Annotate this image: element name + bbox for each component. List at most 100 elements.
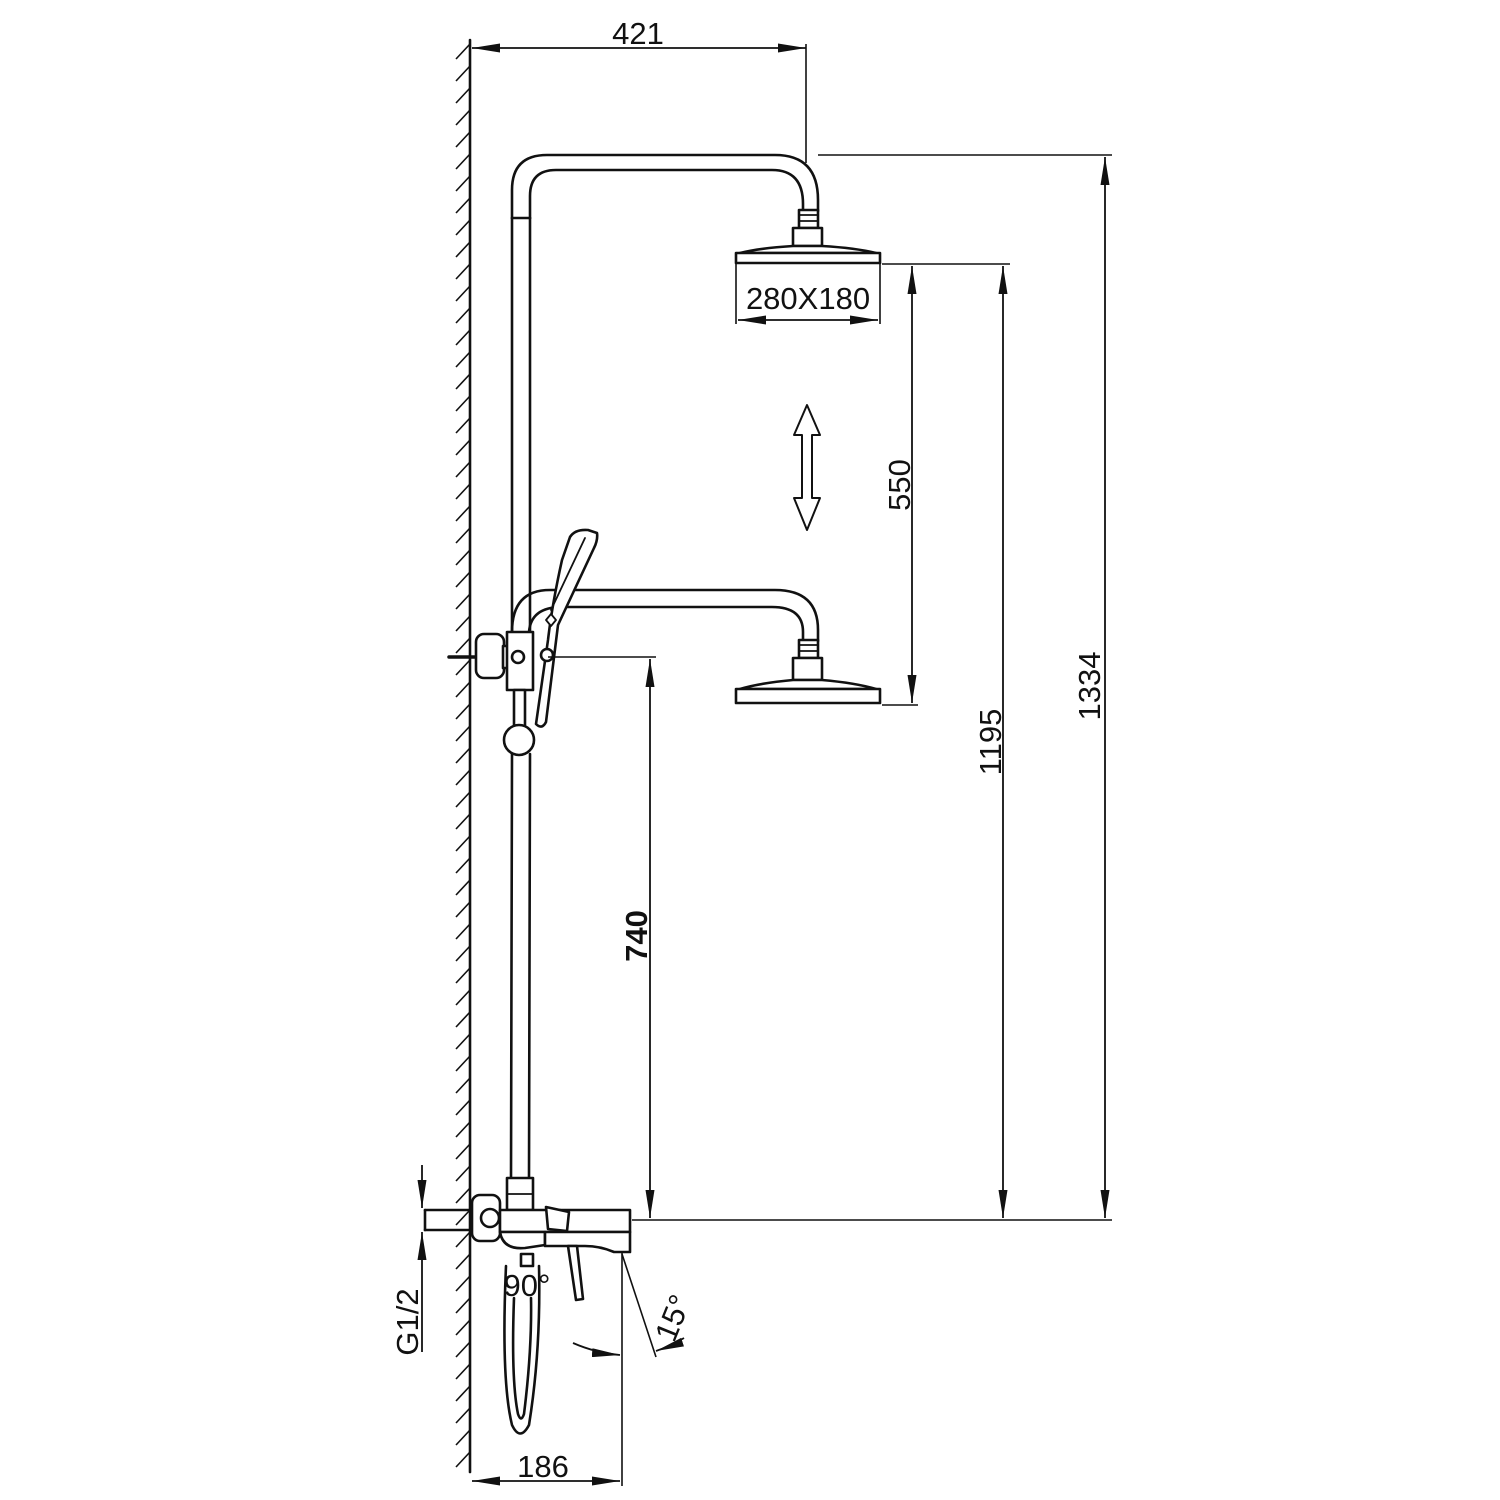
wall-hatch-line xyxy=(455,1077,471,1094)
wall-hatch-line xyxy=(455,1275,471,1292)
wall-hatch-line xyxy=(455,549,471,566)
wall-hatch-line xyxy=(455,1165,471,1182)
wall-hatch-line xyxy=(455,571,471,588)
riser-left-edge xyxy=(509,752,514,1180)
wall-hatch-line xyxy=(455,879,471,896)
lowered-arm-outer-edge xyxy=(510,588,820,643)
angle-arc-left xyxy=(572,1342,621,1358)
wall-hatch-line xyxy=(455,769,471,786)
bath-mixer xyxy=(423,1176,632,1302)
dimension-740: 740 xyxy=(619,659,655,1218)
shower-arm-raised xyxy=(510,153,820,220)
hand-shower-button xyxy=(545,613,557,627)
lowered-head-plate xyxy=(734,687,882,705)
wall-hatch-line xyxy=(455,505,471,522)
hand-shower-edge-line xyxy=(550,537,586,611)
arm-inner-edge xyxy=(528,168,805,220)
wall-hatch-line xyxy=(455,461,471,478)
angle-arc-right xyxy=(655,1337,685,1352)
wall-hatch-line xyxy=(455,1407,471,1424)
spout-angle-line xyxy=(621,1253,657,1358)
holder-lock-knob xyxy=(502,723,536,757)
dimension-421: 421 xyxy=(472,16,807,163)
wall-hatch-line xyxy=(455,527,471,544)
angle-15: 15° xyxy=(572,1252,698,1486)
shower-head-lowered xyxy=(734,638,882,705)
wall-hatch-line xyxy=(455,681,471,698)
wall-hatch-line xyxy=(455,1121,471,1138)
wall-hatch-line xyxy=(455,615,471,632)
head-nut xyxy=(797,208,820,230)
arm-outer-edge xyxy=(510,153,820,220)
wall-hatch-line xyxy=(455,1363,471,1380)
wall-hatch-line xyxy=(455,439,471,456)
hose-inner xyxy=(511,1296,533,1420)
wall-hatch-line xyxy=(455,1253,471,1270)
lowered-head-nut xyxy=(797,638,820,660)
wall-hatch-line xyxy=(455,703,471,720)
wall-hatch-line xyxy=(455,1319,471,1336)
wall-hatch-line xyxy=(455,1033,471,1050)
wall-hatch-line xyxy=(455,989,471,1006)
wall-hatch-line xyxy=(455,1099,471,1116)
wall-hatch-line xyxy=(455,1429,471,1446)
wall-hatch-line xyxy=(455,637,471,654)
angle-label-90: 90° xyxy=(504,1268,551,1303)
dimension-label-421: 421 xyxy=(612,16,664,51)
dimension-label-1334: 1334 xyxy=(1072,652,1107,721)
hand-shower-body xyxy=(534,528,599,728)
wall-hatch-line xyxy=(455,747,471,764)
wall-hatch-line xyxy=(455,725,471,742)
dimension-inlet-thread: G1/2 xyxy=(390,1165,427,1356)
wall-hatch-line xyxy=(455,659,471,676)
dimension-186: 186 xyxy=(472,1449,620,1486)
wall-hatch-line xyxy=(455,329,471,346)
wall-hatch-line xyxy=(455,1297,471,1314)
shower-head-raised xyxy=(734,208,882,265)
wall-hatch-line xyxy=(455,1187,471,1204)
wall-hatch-line xyxy=(455,417,471,434)
dimension-label-1195: 1195 xyxy=(973,709,1008,776)
shower-hose xyxy=(503,1264,541,1435)
shower-arm-lowered xyxy=(510,588,820,643)
dimension-1195: 1195 xyxy=(973,266,1008,1218)
hand-shower xyxy=(534,528,599,728)
wall-hatch-line xyxy=(455,1451,471,1468)
wall-hatch-line xyxy=(455,395,471,412)
wall-hatch-line xyxy=(455,351,471,368)
dimension-550: 550 xyxy=(882,266,917,703)
upper-wall-bracket xyxy=(447,632,511,680)
wall-hatch-line xyxy=(455,901,471,918)
wall-hatch-line xyxy=(455,65,471,82)
wall-hatch-line xyxy=(455,197,471,214)
wall-hatch-line xyxy=(455,945,471,962)
wall-hatch-line xyxy=(455,153,471,170)
lowered-head-collar xyxy=(791,656,824,682)
wall-hatch-line xyxy=(455,263,471,280)
diverter-marker xyxy=(519,1252,535,1268)
slide-holder xyxy=(502,630,555,757)
dimension-label-186: 186 xyxy=(517,1449,569,1484)
height-adjust-double-arrow xyxy=(793,404,821,531)
dimension-label-550: 550 xyxy=(882,459,917,511)
wall-hatch-line xyxy=(455,131,471,148)
wall-hatch-line xyxy=(455,87,471,104)
wall-hatch-line xyxy=(455,1011,471,1028)
lowered-head-dome xyxy=(738,678,878,691)
dimension-label-head-size: 280X180 xyxy=(746,281,870,316)
riser-right-edge xyxy=(527,752,532,1180)
wall-hatch-line xyxy=(455,285,471,302)
wall-hatch-line xyxy=(455,1231,471,1248)
wall-hatch-line xyxy=(455,1385,471,1402)
wall-hatch-line xyxy=(455,835,471,852)
wall-hatch-line xyxy=(455,857,471,874)
wall-hatch-line xyxy=(455,813,471,830)
wall-hatch-line xyxy=(455,483,471,500)
holder-block xyxy=(505,630,535,692)
wall xyxy=(455,38,472,1474)
dimension-head-size: 280X180 xyxy=(735,263,881,325)
wall-hatch-line xyxy=(455,43,471,60)
wall-hatch-line xyxy=(455,219,471,236)
mixer-lever-handle xyxy=(566,1244,585,1302)
mixer-spout xyxy=(543,1230,632,1254)
